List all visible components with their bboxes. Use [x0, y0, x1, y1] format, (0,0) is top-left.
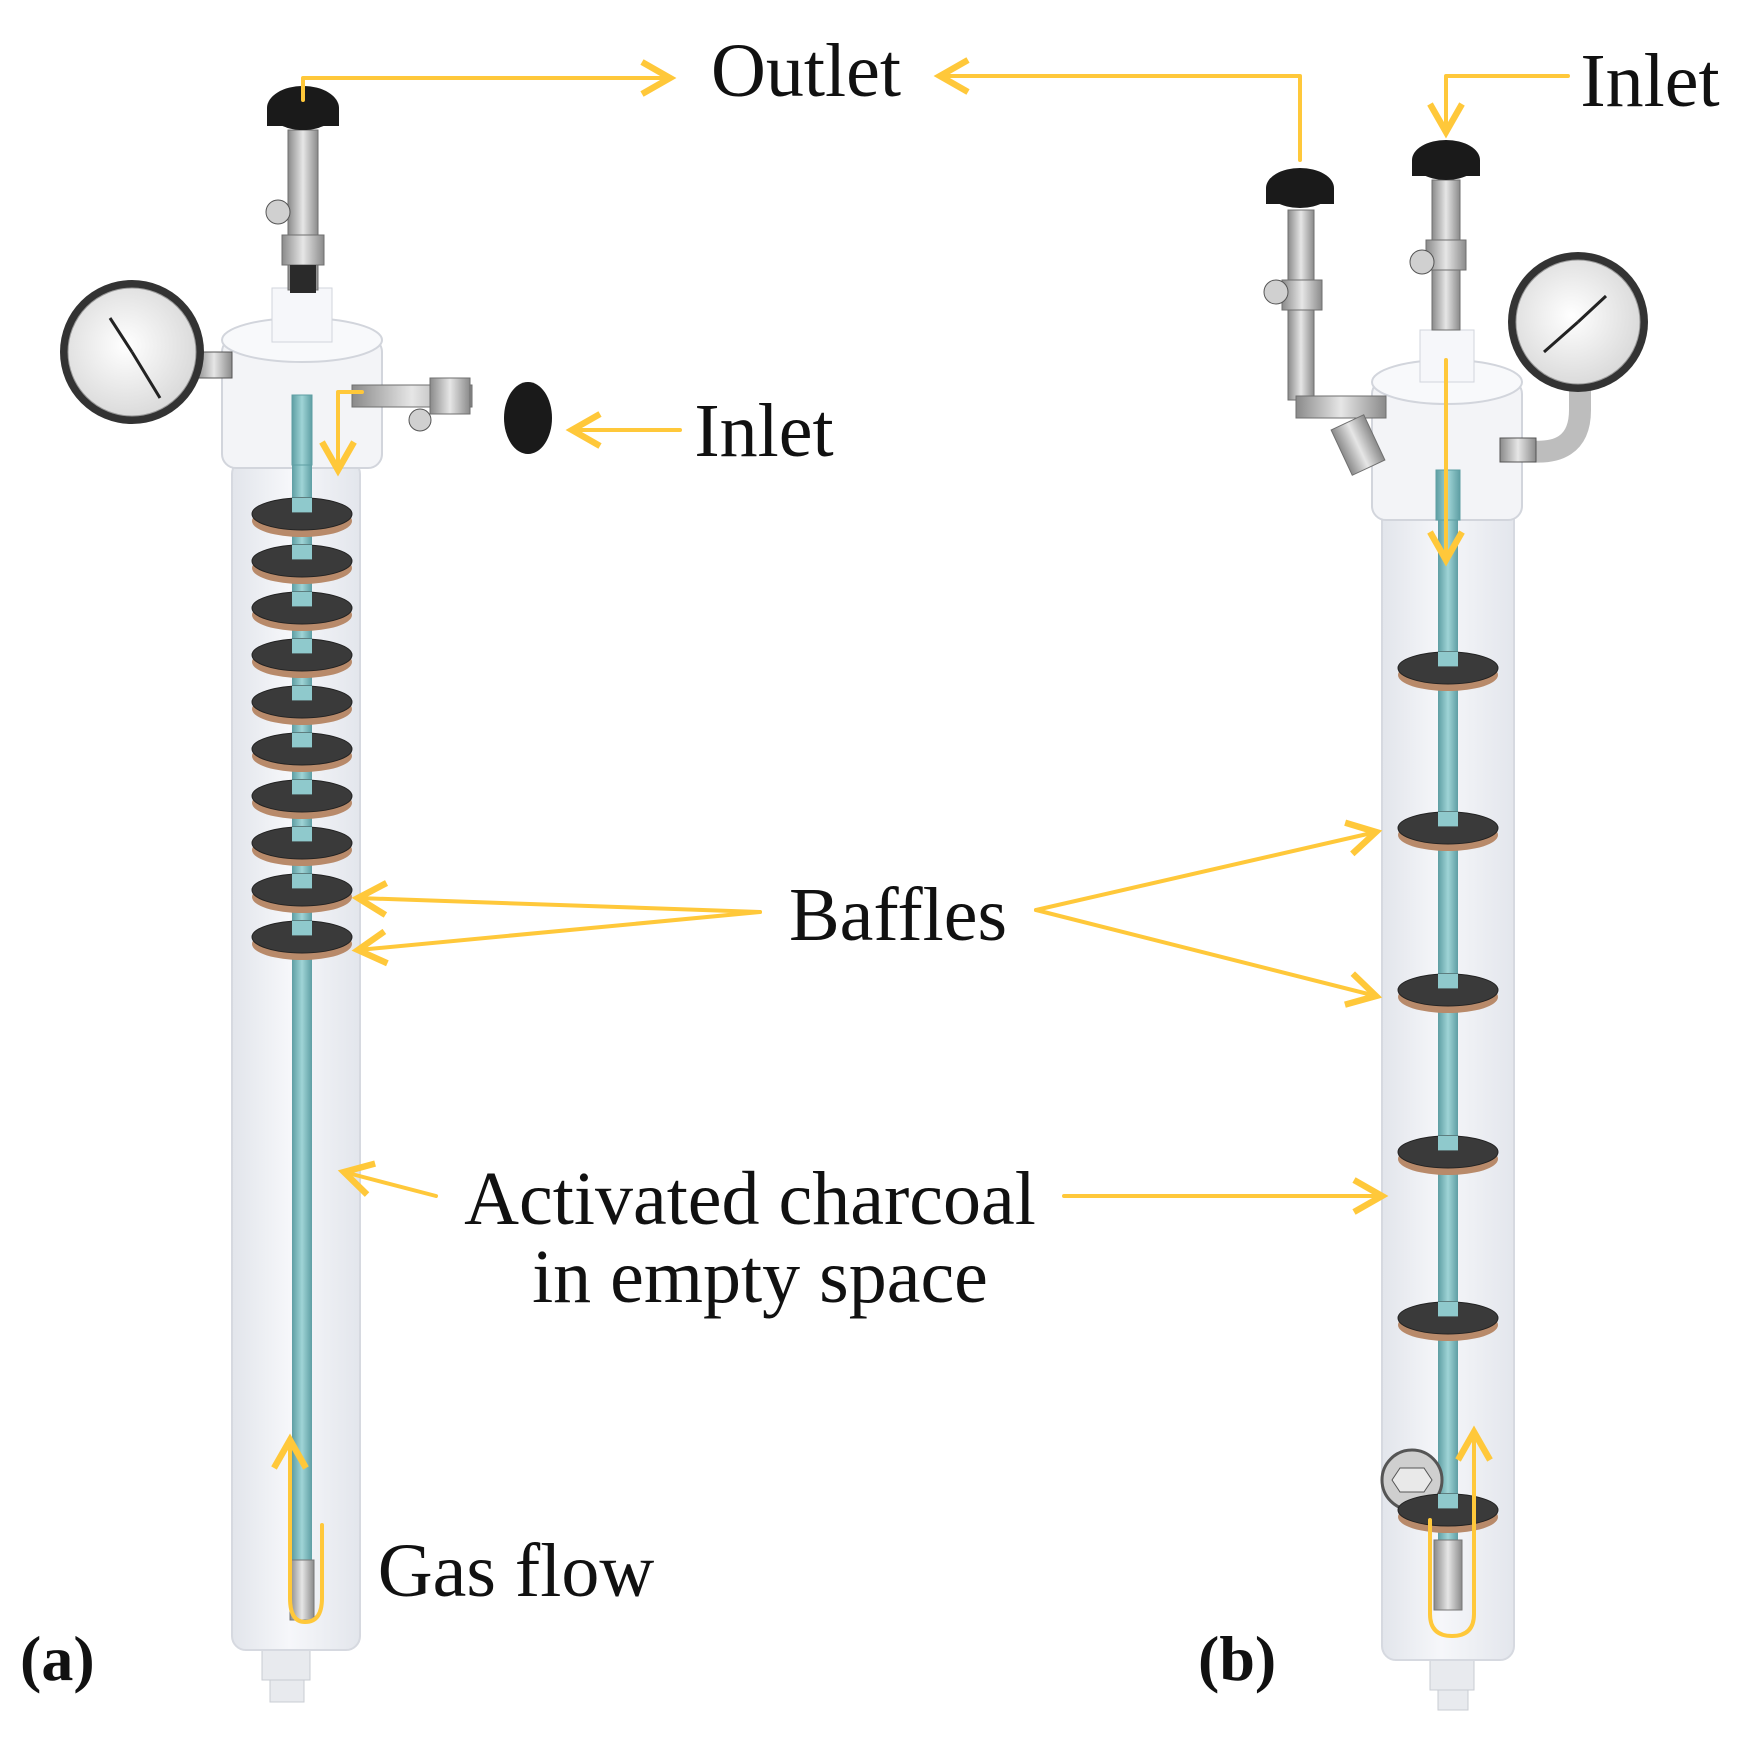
column-a-baffle-6 [251, 732, 353, 772]
column-a-pressure-gauge-icon [60, 280, 233, 424]
column-a-baffle-2 [251, 544, 353, 584]
column-a [60, 86, 552, 1703]
arrow-outlet-b [933, 57, 1302, 162]
annotation-arrows [271, 57, 1570, 1638]
column-b-baffle-4 [1397, 1135, 1499, 1175]
column-a-baffle-1 [251, 497, 353, 537]
inlet-knob-icon [504, 382, 552, 454]
arrow-outlet-a [301, 59, 677, 102]
label-inlet-a: Inlet [694, 389, 833, 473]
column-a-baffle-9 [251, 873, 353, 913]
column-b-baffle-2 [1397, 811, 1499, 851]
arrow-inlet-b [1427, 74, 1570, 139]
column-b [1263, 140, 1648, 1711]
baffles-group-a [251, 497, 353, 960]
column-a-baffle-5 [251, 685, 353, 725]
column-b-baffle-6 [1397, 1493, 1499, 1533]
column-b-baffle-1 [1397, 651, 1499, 691]
column-a-outlet-valve [265, 86, 339, 293]
column-a-baffle-4 [251, 638, 353, 678]
arrow-baffles-b-2 [1034, 908, 1383, 1008]
column-b-outlet-valve [1263, 168, 1387, 476]
column-a-baffle-10 [251, 920, 353, 960]
label-inlet-b: Inlet [1580, 39, 1719, 123]
label-panel-a: (a) [20, 1623, 95, 1694]
arrow-gasflow-b [1428, 1425, 1493, 1638]
column-b-baffle-5 [1397, 1301, 1499, 1341]
arrow-flow-a-down [319, 390, 364, 477]
column-a-baffle-3 [251, 591, 353, 631]
label-charcoal-line1: Activated charcoal [464, 1157, 1036, 1241]
arrow-baffles-a-2 [351, 910, 762, 967]
label-baffles: Baffles [789, 873, 1007, 957]
column-a-baffle-7 [251, 779, 353, 819]
label-charcoal-line2: in empty space [532, 1235, 988, 1319]
column-b-inlet-valve [1409, 140, 1480, 331]
label-outlet: Outlet [711, 29, 901, 113]
arrow-baffles-a-1 [351, 880, 762, 918]
column-a-baffle-8 [251, 826, 353, 866]
column-b-baffle-3 [1397, 973, 1499, 1013]
arrow-baffles-b-1 [1034, 819, 1383, 912]
column-a-inlet-valve [351, 377, 552, 454]
arrow-gasflow-a [271, 1433, 324, 1624]
label-gas-flow: Gas flow [378, 1529, 655, 1613]
label-panel-b: (b) [1198, 1623, 1276, 1694]
arrow-charcoal-a [337, 1160, 438, 1198]
column-b-pressure-gauge-icon [1499, 252, 1648, 463]
